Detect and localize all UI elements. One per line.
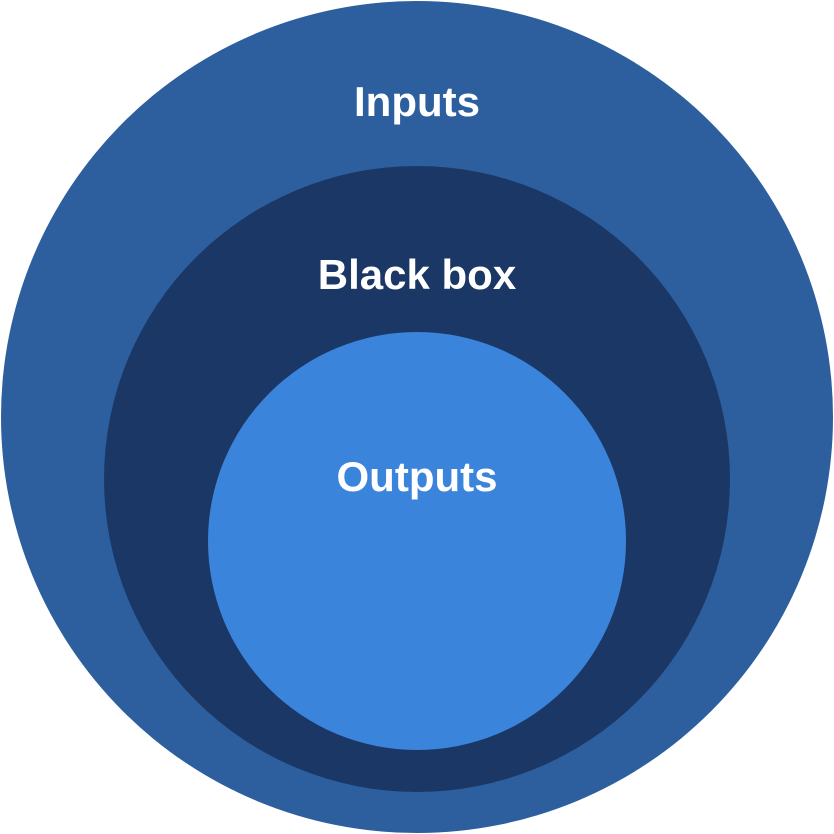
outputs-label: Outputs [337,453,498,500]
inputs-label: Inputs [354,78,480,125]
black-box-label: Black box [318,251,517,298]
inner-circle-outputs [208,332,626,750]
